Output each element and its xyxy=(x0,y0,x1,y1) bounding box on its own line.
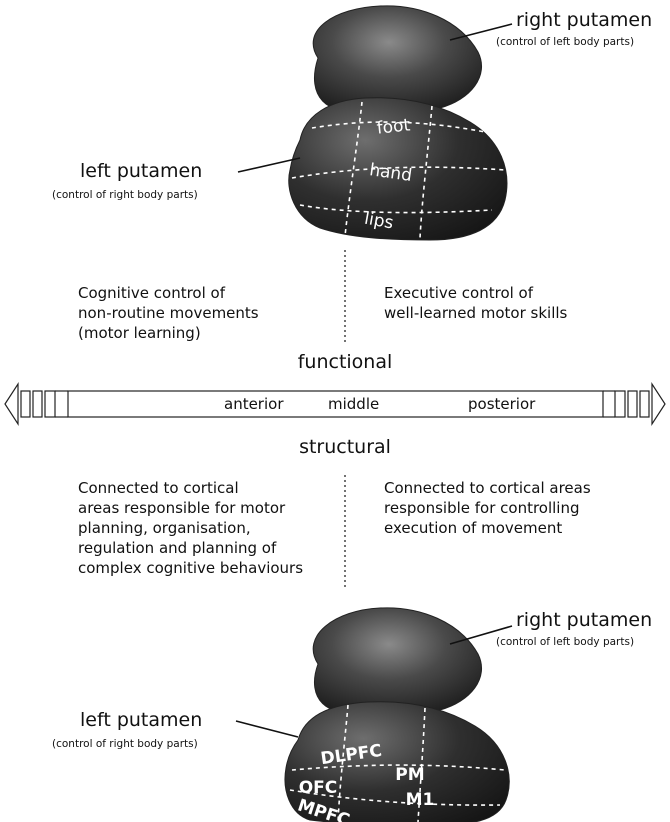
region-label-foot: foot xyxy=(376,115,412,138)
bottom-left-putamen-subtitle: (control of right body parts) xyxy=(52,738,198,750)
structural-left-line-3: planning, organisation, xyxy=(78,518,303,538)
structural-left-line-1: Connected to cortical xyxy=(78,478,303,498)
functional-left-text: Cognitive control of non-routine movemen… xyxy=(78,283,259,343)
functional-left-line-3: (motor learning) xyxy=(78,323,259,343)
axis-left-segment-2 xyxy=(33,391,42,417)
axis-left-arrowhead xyxy=(5,384,18,424)
right-putamen-shape xyxy=(313,6,481,110)
functional-left-line-2: non-routine movements xyxy=(78,303,259,323)
axis-right-segment-3 xyxy=(640,391,649,417)
structural-left-line-4: regulation and planning of xyxy=(78,538,303,558)
axis-right-arrowhead xyxy=(652,384,665,424)
bottom-left-putamen-leader-line xyxy=(236,721,298,737)
bottom-left-putamen-title: left putamen xyxy=(80,709,202,731)
top-right-putamen-subtitle: (control of left body parts) xyxy=(496,36,634,48)
structural-right-line-3: execution of movement xyxy=(384,518,591,538)
structural-left-line-2: areas responsible for motor xyxy=(78,498,303,518)
functional-right-line-1: Executive control of xyxy=(384,283,567,303)
axis-label-posterior: posterior xyxy=(468,395,535,413)
structural-right-text: Connected to cortical areas responsible … xyxy=(384,478,591,538)
axis-right-segment-2 xyxy=(628,391,637,417)
axis-right-segment-1 xyxy=(615,391,625,417)
bottom-right-putamen-shape xyxy=(313,608,481,712)
axis-label-middle: middle xyxy=(328,395,379,413)
bottom-right-putamen-title: right putamen xyxy=(516,609,652,631)
top-left-putamen-title: left putamen xyxy=(80,160,202,182)
region-label-m1: M1 xyxy=(406,790,435,810)
functional-left-line-1: Cognitive control of xyxy=(78,283,259,303)
region-label-pm: PM xyxy=(395,765,424,785)
top-left-putamen-subtitle: (control of right body parts) xyxy=(52,189,198,201)
functional-right-line-2: well-learned motor skills xyxy=(384,303,567,323)
region-label-ofc: OFC xyxy=(299,778,338,798)
functional-heading: functional xyxy=(245,351,445,373)
structural-right-line-2: responsible for controlling xyxy=(384,498,591,518)
bottom-right-putamen-subtitle: (control of left body parts) xyxy=(496,636,634,648)
functional-right-text: Executive control of well-learned motor … xyxy=(384,283,567,323)
structural-left-line-5: complex cognitive behaviours xyxy=(78,558,303,578)
structural-right-line-1: Connected to cortical areas xyxy=(384,478,591,498)
structural-heading: structural xyxy=(245,436,445,458)
axis-label-anterior: anterior xyxy=(224,395,284,413)
structural-left-text: Connected to cortical areas responsible … xyxy=(78,478,303,578)
axis-left-segment-3 xyxy=(45,391,55,417)
top-right-putamen-title: right putamen xyxy=(516,9,652,31)
axis-left-segment-1 xyxy=(21,391,30,417)
